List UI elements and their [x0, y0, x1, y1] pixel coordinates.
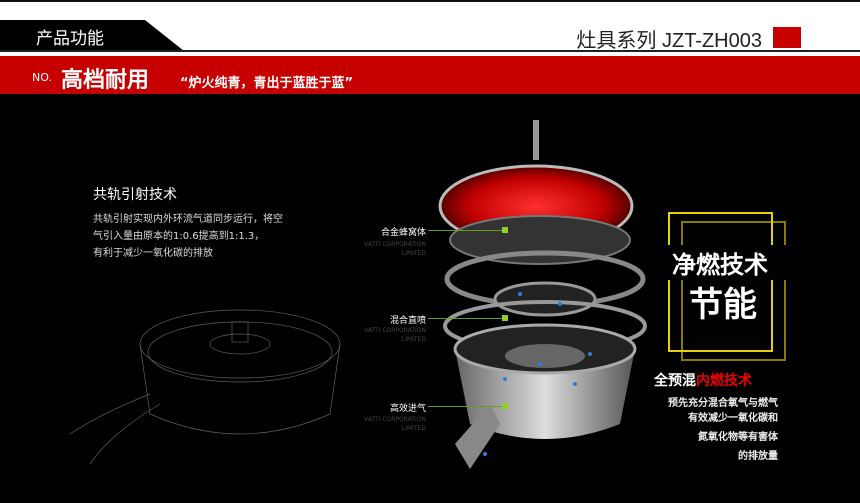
divider	[0, 50, 860, 52]
callout-line	[428, 318, 504, 319]
description-line: 氮氧化物等有害体	[698, 432, 778, 443]
gold-frame-back	[681, 221, 786, 361]
description-line: 有利于减少一氧化碳的排放	[93, 248, 213, 259]
description-line: 气引入量由原本的1:0.6提高到1:1.3，	[93, 231, 265, 242]
callout-line	[428, 406, 504, 407]
burner-illustration	[69, 120, 647, 469]
callout-corp: VATTI CORPORATION LIMITED	[364, 416, 426, 432]
description-line: 的排放量	[738, 451, 778, 462]
banner-quote: “炉火纯青，青出于蓝胜于蓝”	[180, 76, 354, 91]
description-line: 预先充分混合氧气与燃气	[668, 398, 778, 409]
red-banner	[0, 56, 860, 94]
premix-description: 预先充分混合氧气与燃气 有效减少一氧化碳和 氮氧化物等有害体 的排放量	[668, 396, 778, 464]
premix-title: 全预混内燃技术	[654, 370, 752, 390]
callout-dot	[502, 227, 508, 233]
product-series: 灶具系列 JZT-ZH003	[576, 30, 762, 52]
gold-frame	[668, 212, 773, 352]
description-line: 有效减少一氧化碳和	[688, 413, 778, 424]
callout-label: 混合直喷	[389, 316, 426, 326]
premix-title-red: 内燃技术	[696, 373, 752, 389]
callout-dot	[502, 403, 508, 409]
exploded-burner	[438, 120, 647, 469]
banner-no: NO.	[32, 71, 52, 84]
headline-clean-burn: 净燃技术	[650, 245, 790, 280]
description-line: 共轨引射实现内外环流气道同步运行，将空	[93, 214, 283, 225]
callout-corp: VATTI CORPORATION LIMITED	[364, 327, 426, 343]
headline-energy-saving: 节能	[689, 285, 757, 325]
callout-line	[428, 230, 504, 231]
callout-label: 合金蜂窝体	[380, 228, 426, 238]
wireframe-burner	[69, 309, 341, 465]
callout-dot	[502, 315, 508, 321]
section-tab-label: 产品功能	[36, 29, 104, 49]
red-square-mark	[773, 27, 801, 48]
premix-title-white: 全预混	[654, 373, 696, 389]
callout-label: 高效进气	[389, 404, 426, 414]
banner-title: 高档耐用	[61, 68, 150, 93]
callout-corp: VATTI CORPORATION LIMITED	[364, 241, 426, 257]
feature-description: 共轨引射实现内外环流气道同步运行，将空 气引入量由原本的1:0.6提高到1:1.…	[93, 211, 333, 262]
feature-title: 共轨引射技术	[93, 187, 177, 203]
